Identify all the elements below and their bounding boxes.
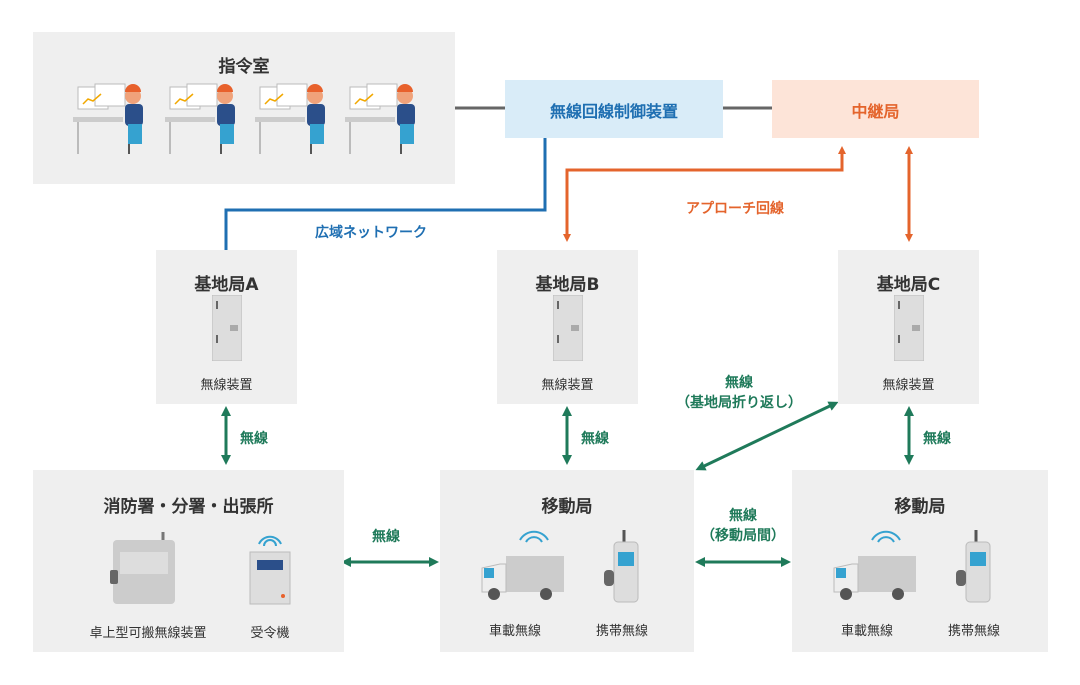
link-approach-b bbox=[563, 146, 846, 242]
operator-icon-2 bbox=[165, 83, 235, 154]
base-station-c-device: 無線装置 bbox=[882, 378, 935, 393]
fire-station-box: 消防署・分署・出張所 卓上型可搬無線装置 受令機 bbox=[33, 470, 344, 652]
fire-station-device1: 卓上型可搬無線装置 bbox=[89, 626, 207, 641]
operator-illustrations bbox=[73, 83, 415, 154]
truck-icon bbox=[481, 530, 564, 600]
base-station-b: 基地局B 無線装置 bbox=[497, 250, 638, 404]
fire-station-title: 消防署・分署・出張所 bbox=[103, 497, 274, 517]
relay-title: 中継局 bbox=[851, 102, 900, 121]
mobile-station-2-vehicle: 車載無線 bbox=[840, 624, 893, 639]
mobile-station-2-handheld: 携帯無線 bbox=[947, 624, 1000, 639]
mobile-station-1: 移動局 車載無線 携帯無線 bbox=[440, 470, 694, 652]
base-station-c-title: 基地局C bbox=[876, 275, 941, 295]
mobile-station-1-title: 移動局 bbox=[541, 497, 593, 517]
base-station-a-device: 無線装置 bbox=[200, 378, 253, 393]
receiver-icon bbox=[249, 535, 291, 605]
radio-control-box: 無線回線制御装置 bbox=[505, 80, 723, 138]
link-label-fold-back: 無線 （基地局折り返し） bbox=[664, 372, 814, 412]
link-label-between-mobile: 無線 （移動局間） bbox=[698, 505, 788, 545]
fold-back-line2: （基地局折り返し） bbox=[676, 395, 802, 411]
mobile-station-2: 移動局 車載無線 携帯無線 bbox=[792, 470, 1048, 652]
base-station-b-device: 無線装置 bbox=[541, 378, 594, 393]
relay-box: 中継局 bbox=[772, 80, 979, 138]
handheld-radio-icon bbox=[956, 530, 991, 603]
wide-area-network-label: 広域ネットワーク bbox=[315, 225, 427, 241]
truck-icon bbox=[833, 530, 916, 600]
link-label-fire-mobile: 無線 bbox=[372, 529, 400, 545]
between-line1: 無線 bbox=[729, 508, 757, 524]
radio-cabinet-icon bbox=[212, 295, 242, 361]
mobile-station-1-vehicle: 車載無線 bbox=[488, 624, 541, 639]
radio-control-title: 無線回線制御装置 bbox=[549, 102, 678, 121]
command-room-box: 指令室 bbox=[33, 32, 455, 184]
handheld-radio-icon bbox=[604, 530, 639, 603]
between-line2: （移動局間） bbox=[701, 528, 785, 544]
mobile-station-2-title: 移動局 bbox=[894, 497, 946, 517]
fire-station-device2: 受令機 bbox=[250, 626, 290, 641]
fold-back-line1: 無線 bbox=[725, 375, 753, 391]
link-label-b-mobile: 無線 bbox=[581, 431, 609, 447]
operator-icon-4 bbox=[345, 83, 415, 154]
link-label-a-fire: 無線 bbox=[240, 431, 268, 447]
link-fold-back bbox=[695, 401, 839, 471]
operator-icon-3 bbox=[255, 83, 325, 154]
radio-cabinet-icon bbox=[894, 295, 924, 361]
base-station-a: 基地局A 無線装置 bbox=[156, 250, 297, 404]
operator-icon-1 bbox=[73, 83, 143, 154]
command-room-title: 指令室 bbox=[218, 57, 270, 77]
radio-cabinet-icon bbox=[553, 295, 583, 361]
portable-radio-icon bbox=[110, 532, 175, 604]
approach-line-label: アプローチ回線 bbox=[686, 201, 784, 217]
base-station-c: 基地局C 無線装置 bbox=[838, 250, 979, 404]
link-wide-area-network bbox=[224, 138, 547, 250]
mobile-station-1-handheld: 携帯無線 bbox=[595, 624, 648, 639]
link-label-c-mobile: 無線 bbox=[923, 431, 951, 447]
base-station-b-title: 基地局B bbox=[535, 275, 600, 295]
base-station-a-title: 基地局A bbox=[194, 275, 259, 295]
